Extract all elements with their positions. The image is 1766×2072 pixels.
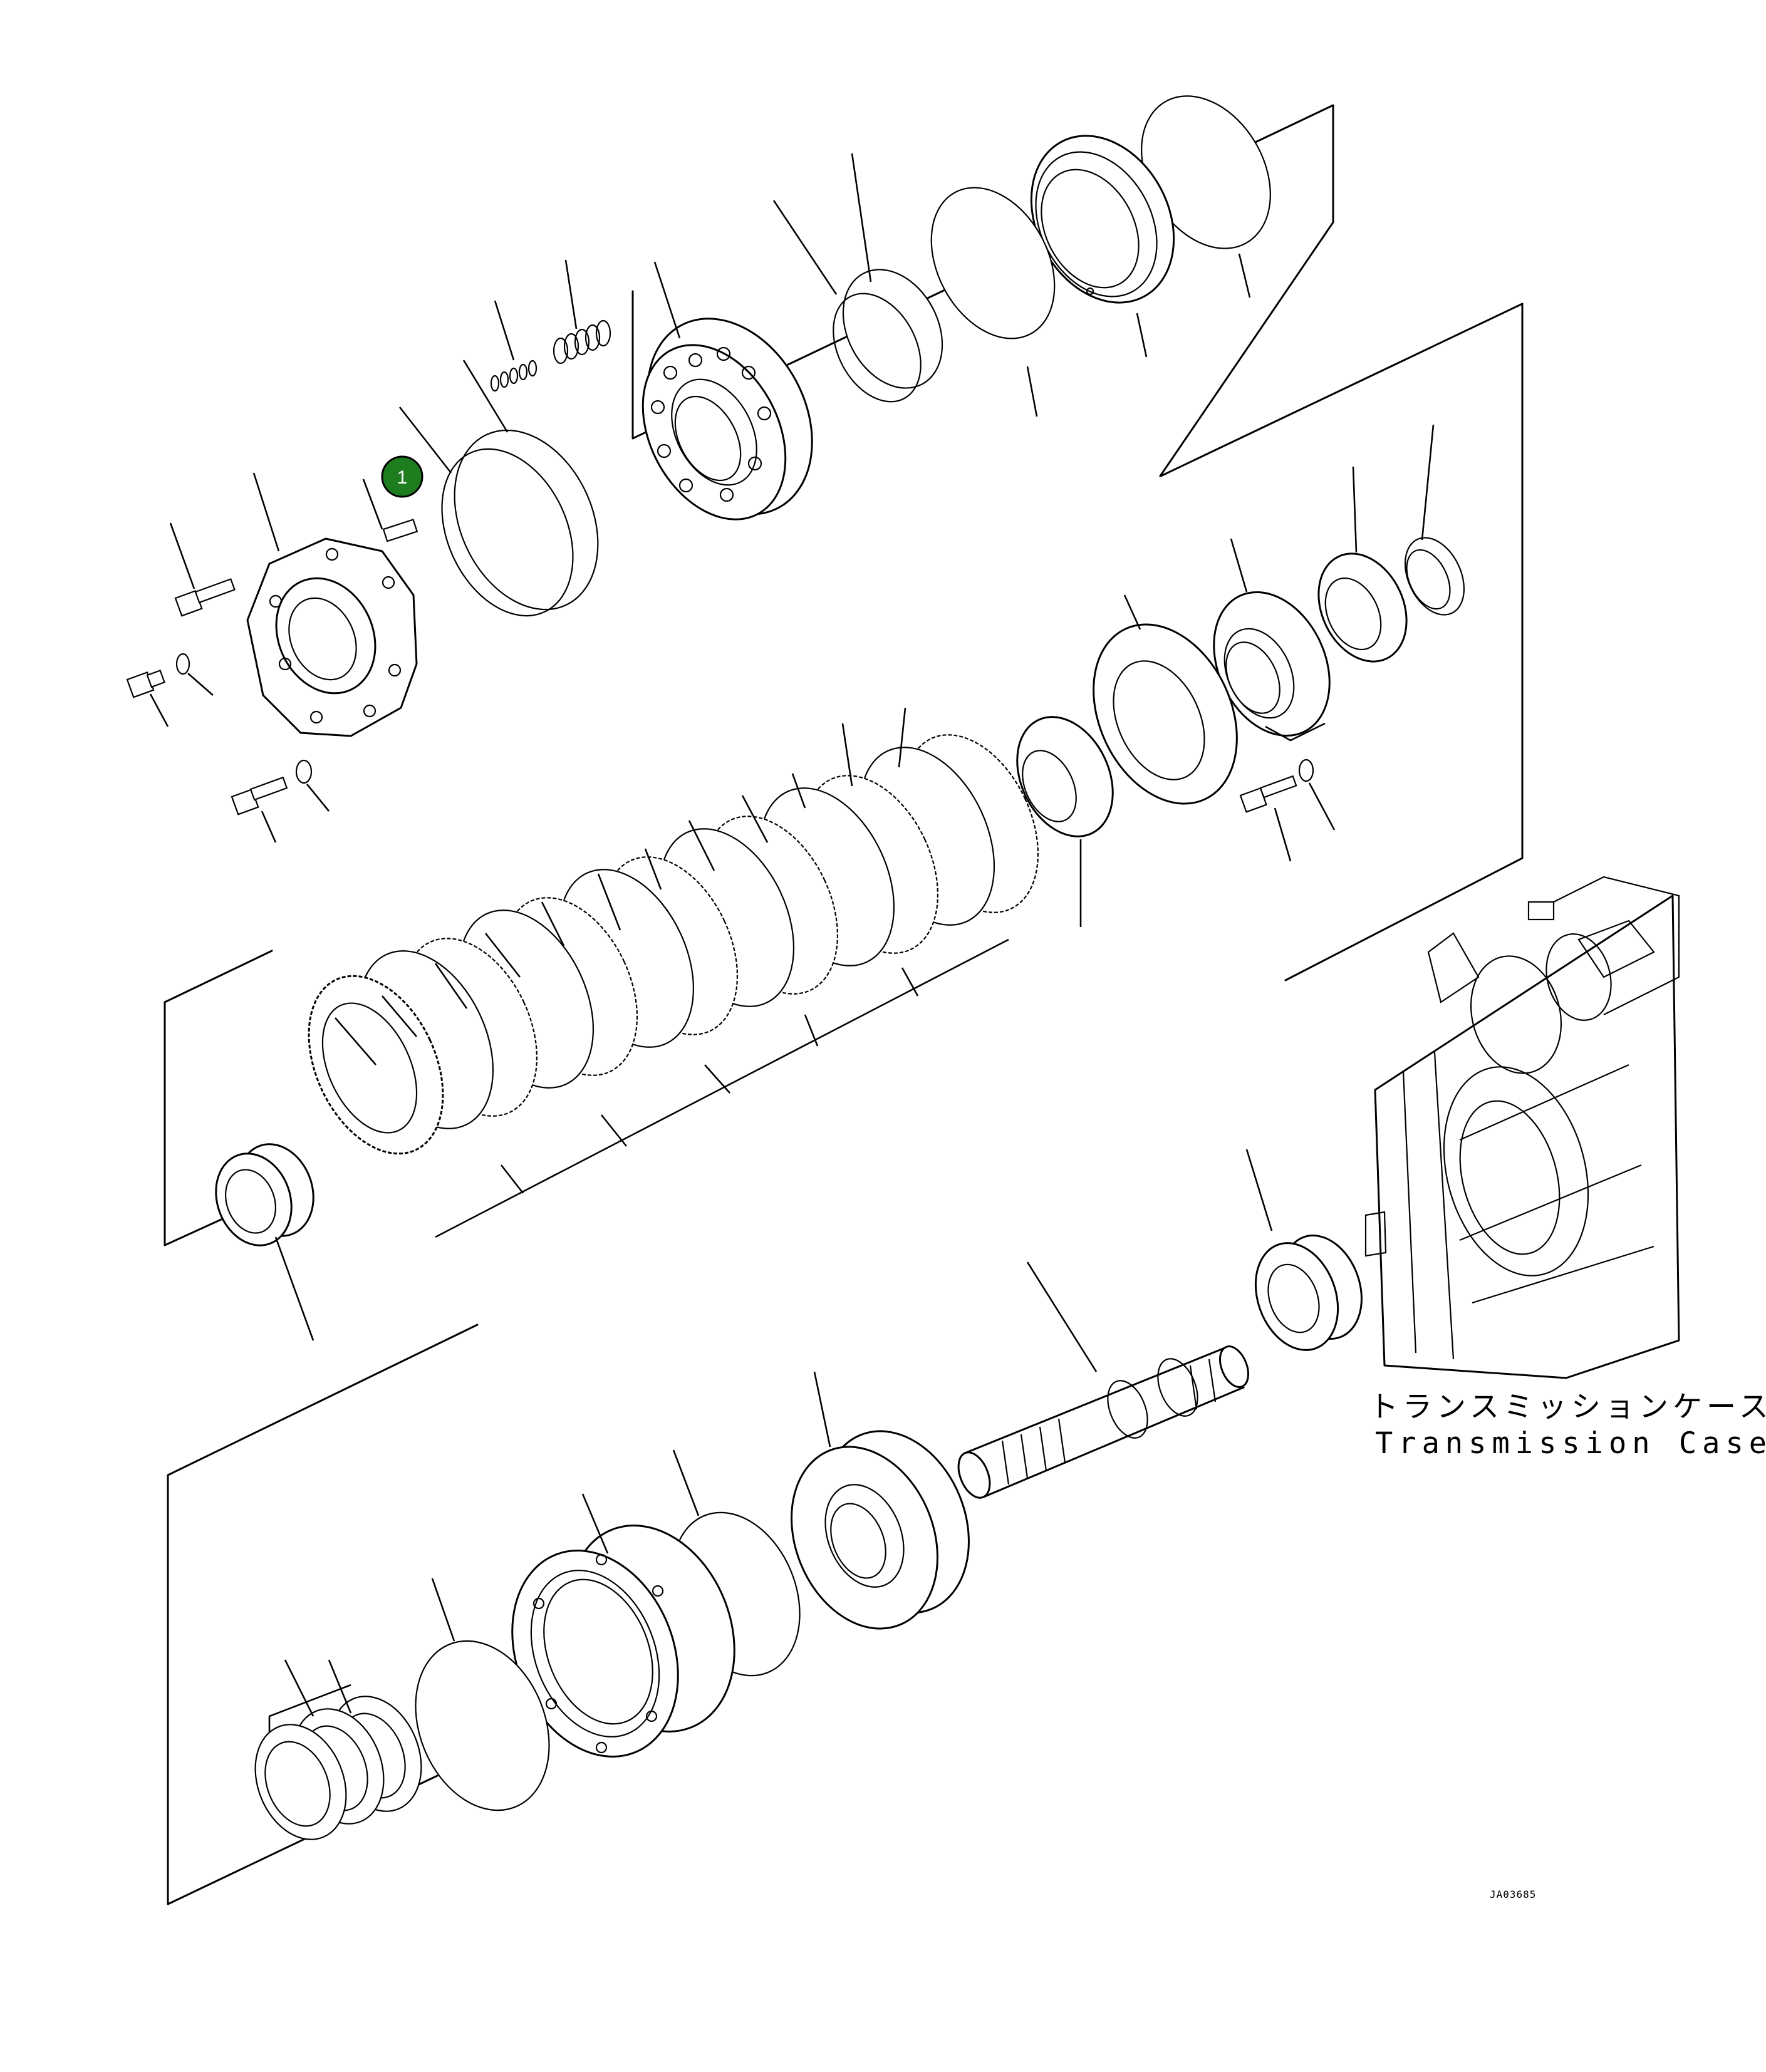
end-plate <box>1093 623 1238 805</box>
thrust-washer-right <box>1404 537 1465 616</box>
washer-right <box>1298 759 1314 782</box>
backing-ring <box>833 269 943 403</box>
retaining-sleeve <box>441 429 599 617</box>
o-ring-top <box>930 187 1056 339</box>
callout-1-number: 1 <box>397 467 408 488</box>
bolt-lower <box>231 776 288 816</box>
clutch-disc-stack <box>308 734 1039 1155</box>
dowel-pin <box>382 519 418 542</box>
spring-set-a <box>490 360 538 392</box>
assembly-label-english: Transmission Case <box>1375 1426 1766 1461</box>
bolt-upper <box>174 578 236 617</box>
drawing-code: JA03685 <box>1490 1888 1536 1900</box>
ring-gear-housing <box>511 1525 735 1758</box>
output-shaft <box>957 1345 1249 1499</box>
needle-bearing <box>1016 716 1114 837</box>
transmission-case <box>1364 876 1680 1379</box>
flange-housing <box>246 537 418 737</box>
leader-lines <box>149 153 1435 1732</box>
tapered-roller-bearing <box>1254 1235 1363 1351</box>
bolt-plug-left <box>126 670 165 698</box>
clutch-piston-drum <box>641 318 813 521</box>
assembly-label-japanese: トランスミッションケース <box>1369 1390 1766 1424</box>
roller-bearing-upper <box>1317 552 1408 663</box>
top-row-parts <box>126 95 1271 816</box>
group-brackets <box>164 104 1524 1905</box>
callout-1[interactable]: 1 <box>381 455 423 498</box>
bushing <box>215 1143 314 1246</box>
washer-lower <box>295 759 313 784</box>
spring-set-b <box>553 319 611 365</box>
bolt-right <box>1239 775 1297 813</box>
assembly-label: トランスミッションケース Transmission Case <box>1369 1390 1766 1461</box>
middle-row-parts <box>215 537 1465 1246</box>
bottom-row-parts <box>254 1235 1363 1840</box>
gasket-c <box>254 1724 347 1840</box>
o-ring-small-left <box>175 653 190 675</box>
gear-hub <box>791 1430 970 1630</box>
o-ring-bottom-left <box>415 1640 550 1811</box>
